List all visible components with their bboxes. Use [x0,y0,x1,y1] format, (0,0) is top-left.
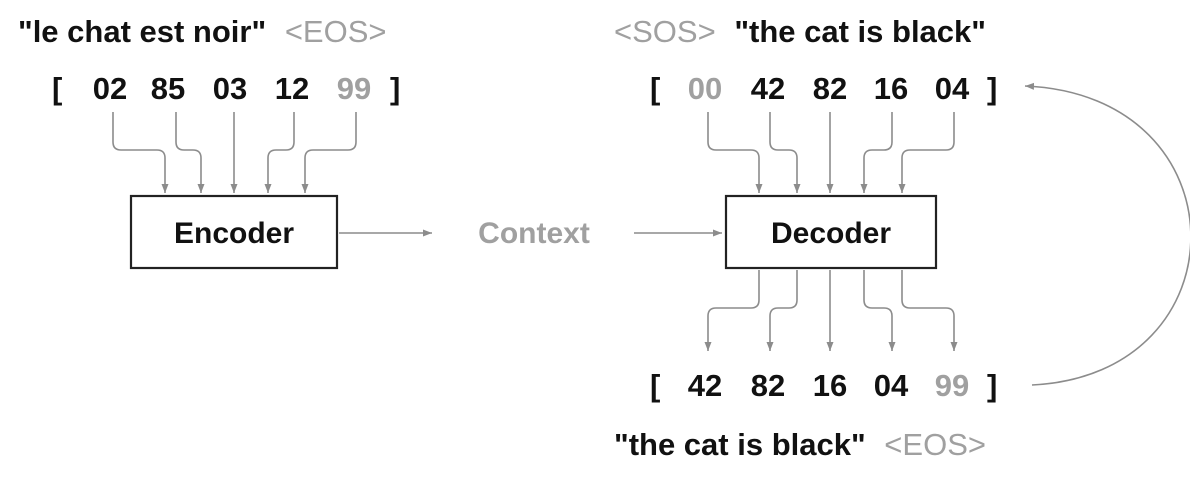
decoder-input-sentence: "the cat is black" [734,14,986,49]
decoder-input-token: 42 [751,71,785,106]
decoder-bracket-close: ] [987,71,997,106]
encoder-token: 03 [213,71,247,106]
encoder-label: Encoder [174,217,294,250]
encoder-token: 02 [93,71,127,106]
encoder-input-arrows [112,112,357,193]
decoder-output-eos-id: 99 [935,368,969,403]
decoder-input-line: <SOS> "the cat is black" [614,14,986,49]
decoder-sos-id: 00 [688,71,722,106]
decoder-output-token: 16 [813,368,847,403]
feedback-loop-arrow [1024,82,1190,386]
decoder-output-arrows [704,270,958,351]
decoder-output-bracket-open: [ [650,368,660,403]
decoder-output-token: 04 [874,368,909,403]
decoder-output-token: 82 [751,368,785,403]
decoder-box [724,194,938,270]
decoder-output-line: "the cat is black" <EOS> [614,427,986,462]
decoder-output-bracket-close: ] [987,368,997,403]
decoder-label: Decoder [771,217,891,250]
decoder-output-token: 42 [688,368,722,403]
decoder-sos-token: <SOS> [614,14,716,49]
encoder-bracket-close: ] [390,71,400,106]
encoder-token: 85 [151,71,185,106]
encoder-source-line: "le chat est noir" <EOS> [18,14,387,49]
decoder-input-token: 04 [935,71,970,106]
encoder-source-sentence: "le chat est noir" [18,14,266,49]
encoder-token: 12 [275,71,309,106]
encoder-eos-token: <EOS> [285,14,387,49]
decoder-bracket-open: [ [650,71,660,106]
context-label: Context [478,217,590,250]
encoder-eos-id: 99 [337,71,371,106]
decoder-input-arrows [707,112,955,193]
decoder-output-eos-token: <EOS> [884,427,986,462]
decoder-input-token: 16 [874,71,908,106]
encoder-bracket-open: [ [52,71,62,106]
decoder-input-token: 82 [813,71,847,106]
decoder-output-sentence: "the cat is black" [614,427,866,462]
encoder-box [129,194,339,270]
